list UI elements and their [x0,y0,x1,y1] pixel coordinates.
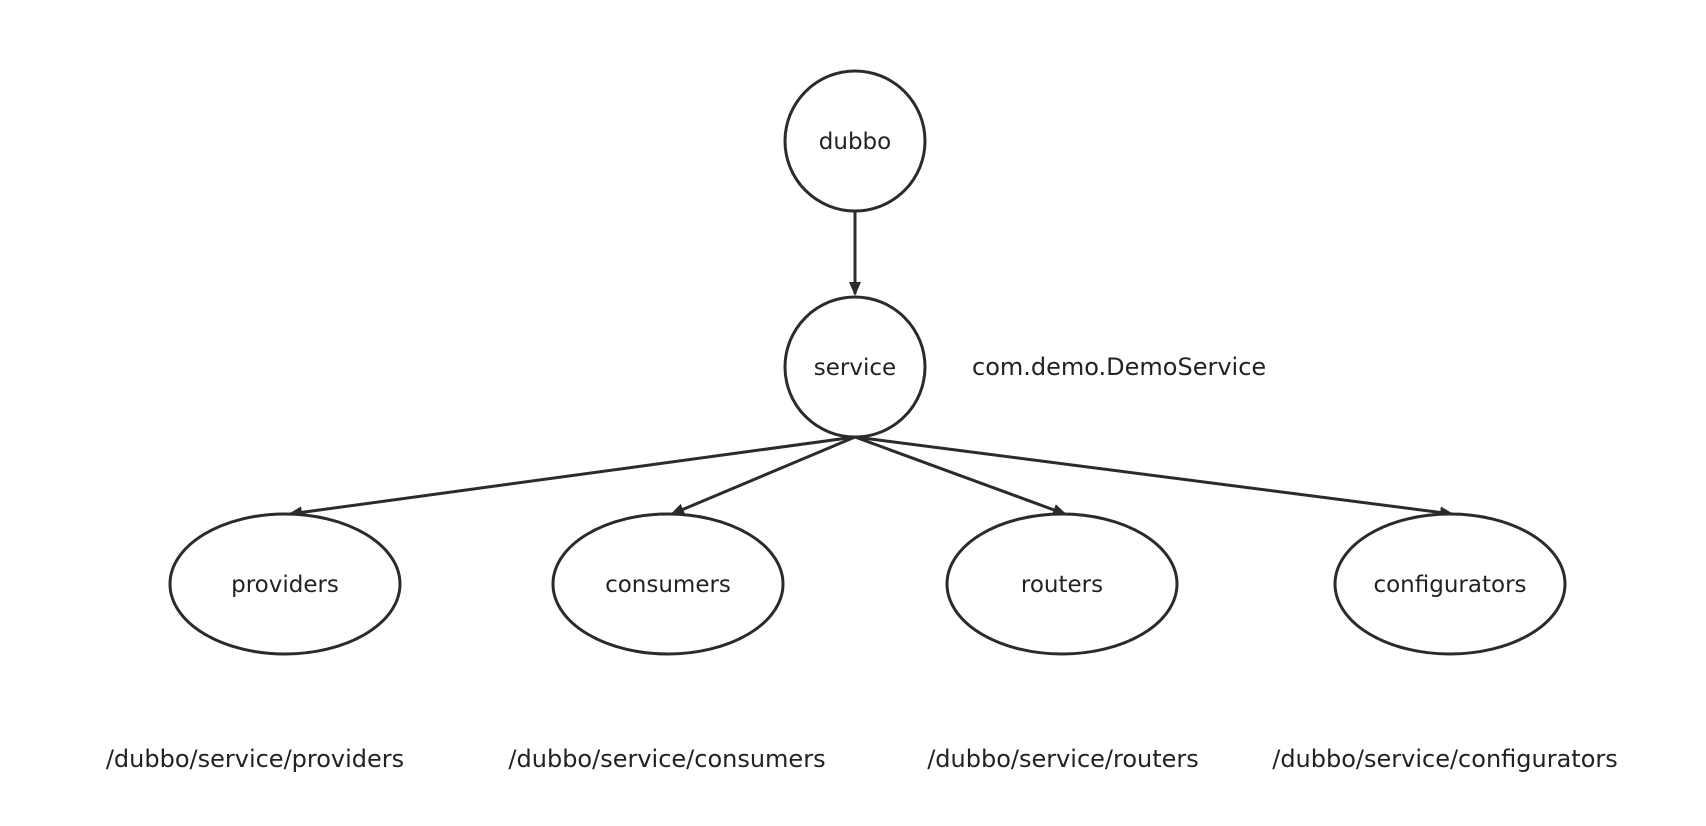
path-label-routers: /dubbo/service/routers [927,745,1199,773]
edge-service-to-providers [288,435,856,519]
node-providers-label: providers [231,572,339,598]
edge-service-to-consumers [670,435,856,516]
path-labels: /dubbo/service/providers /dubbo/service/… [106,745,1618,773]
node-dubbo: dubbo [783,69,927,213]
node-routers-ellipse [945,512,1179,656]
node-service: service [783,295,927,439]
edges [288,212,1454,519]
node-routers: routers [945,512,1179,656]
service-annotation: com.demo.DemoService [972,353,1266,381]
node-dubbo-circle [783,69,927,213]
node-providers-ellipse [168,512,402,656]
edge-service-to-routers [854,435,1067,516]
node-consumers-ellipse [551,512,785,656]
node-dubbo-label: dubbo [819,129,891,155]
path-label-configurators: /dubbo/service/configurators [1272,745,1618,773]
node-routers-label: routers [1021,572,1103,598]
node-configurators: configurators [1333,512,1567,656]
path-label-providers: /dubbo/service/providers [106,745,404,773]
node-configurators-ellipse [1333,512,1567,656]
node-service-circle [783,295,927,439]
node-consumers-label: consumers [605,572,731,598]
node-providers: providers [168,512,402,656]
node-configurators-label: configurators [1373,572,1526,598]
path-label-consumers: /dubbo/service/consumers [508,745,825,773]
node-service-label: service [814,355,896,381]
edge-service-to-configurators [854,435,1454,519]
node-consumers: consumers [551,512,785,656]
